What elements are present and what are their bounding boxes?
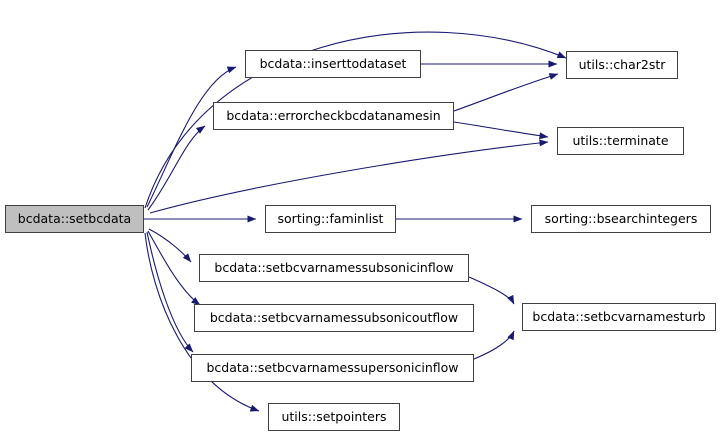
node-setbcvarnamesturb[interactable]: bcdata::setbcvarnamesturb — [522, 303, 716, 331]
node-label: bcdata::inserttodataset — [259, 55, 407, 71]
node-label: utils::char2str — [578, 56, 666, 72]
node-label: utils::setpointers — [281, 408, 387, 424]
node-terminate[interactable]: utils::terminate — [557, 127, 684, 155]
node-label: bcdata::errorcheckbcdatanamesin — [226, 107, 441, 123]
node-label: bcdata::setbcvarnamesturb — [532, 308, 706, 324]
edge-errorcheck-to-char2str — [453, 73, 559, 112]
node-subsonicinflow[interactable]: bcdata::setbcvarnamessubsonicinflow — [199, 254, 469, 282]
edge-setbcdata-to-subsonicoutflow — [147, 230, 201, 306]
edges — [144, 31, 567, 412]
edge-setbcdata-to-setpointers — [144, 232, 260, 412]
node-label: bcdata::setbcvarnamessubsonicoutflow — [209, 309, 459, 325]
edge-setbcdata-to-inserttodataset — [146, 66, 237, 208]
node-label: sorting::bsearchintegers — [544, 210, 698, 226]
node-subsonicoutflow[interactable]: bcdata::setbcvarnamessubsonicoutflow — [194, 304, 474, 332]
edge-setbcdata-to-subsonicinflow — [148, 228, 192, 263]
node-faminlist[interactable]: sorting::faminlist — [265, 205, 396, 233]
edge-setbcdata-to-terminate — [149, 139, 549, 214]
node-supersonicinflow[interactable]: bcdata::setbcvarnamessupersonicinflow — [191, 354, 474, 382]
edge-setbcdata-to-errorcheck — [147, 125, 206, 211]
edge-errorcheck-to-terminate — [453, 121, 549, 140]
node-setpointers[interactable]: utils::setpointers — [268, 403, 400, 431]
node-label: bcdata::setbcvarnamessupersonicinflow — [206, 359, 459, 375]
node-setbcdata[interactable]: bcdata::setbcdata — [5, 205, 144, 233]
node-label: utils::terminate — [572, 132, 669, 148]
edge-subsonicinflow-to-setbcvarnamesturb — [468, 276, 515, 305]
edge-setbcdata-to-char2str — [144, 31, 567, 209]
node-bsearchintegers[interactable]: sorting::bsearchintegers — [531, 205, 711, 233]
edge-supersonicinflow-to-setbcvarnamesturb — [473, 330, 515, 360]
node-label: bcdata::setbcdata — [17, 210, 132, 226]
node-inserttodataset[interactable]: bcdata::inserttodataset — [245, 50, 421, 78]
edge-setbcdata-to-supersonicinflow — [146, 231, 194, 353]
node-label: sorting::faminlist — [277, 210, 384, 226]
node-label: bcdata::setbcvarnamessubsonicinflow — [214, 259, 454, 275]
node-char2str[interactable]: utils::char2str — [566, 51, 678, 79]
node-errorcheck[interactable]: bcdata::errorcheckbcdatanamesin — [213, 102, 454, 130]
